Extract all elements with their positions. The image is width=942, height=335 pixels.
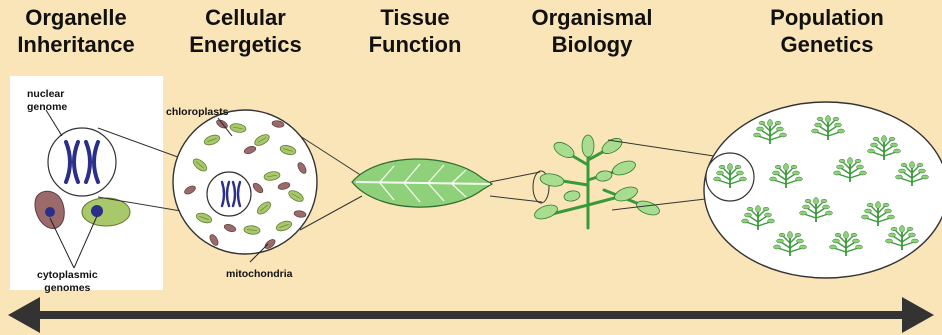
label-line: nuclear <box>27 88 67 101</box>
label-line: cytoplasmic <box>37 269 98 282</box>
label-nuclear-genome: nuclear genome <box>27 88 67 114</box>
label-line: chloroplasts <box>166 106 228 119</box>
label-line: genomes <box>37 282 98 295</box>
zoom-line <box>490 172 540 182</box>
double-arrow-icon <box>8 297 934 333</box>
label-line: mitochondria <box>226 268 293 281</box>
label-line: genome <box>27 101 67 114</box>
chloroplast-icon <box>82 198 130 226</box>
zoom-line <box>608 140 714 156</box>
label-chloroplasts: chloroplasts <box>166 106 228 119</box>
label-cytoplasmic-genomes: cytoplasmic genomes <box>37 269 98 295</box>
nucleus-circle <box>48 128 116 196</box>
label-mitochondria: mitochondria <box>226 268 293 281</box>
cell-nucleus <box>207 172 251 216</box>
leaf-icon <box>352 159 492 207</box>
plant-icon <box>533 135 662 228</box>
